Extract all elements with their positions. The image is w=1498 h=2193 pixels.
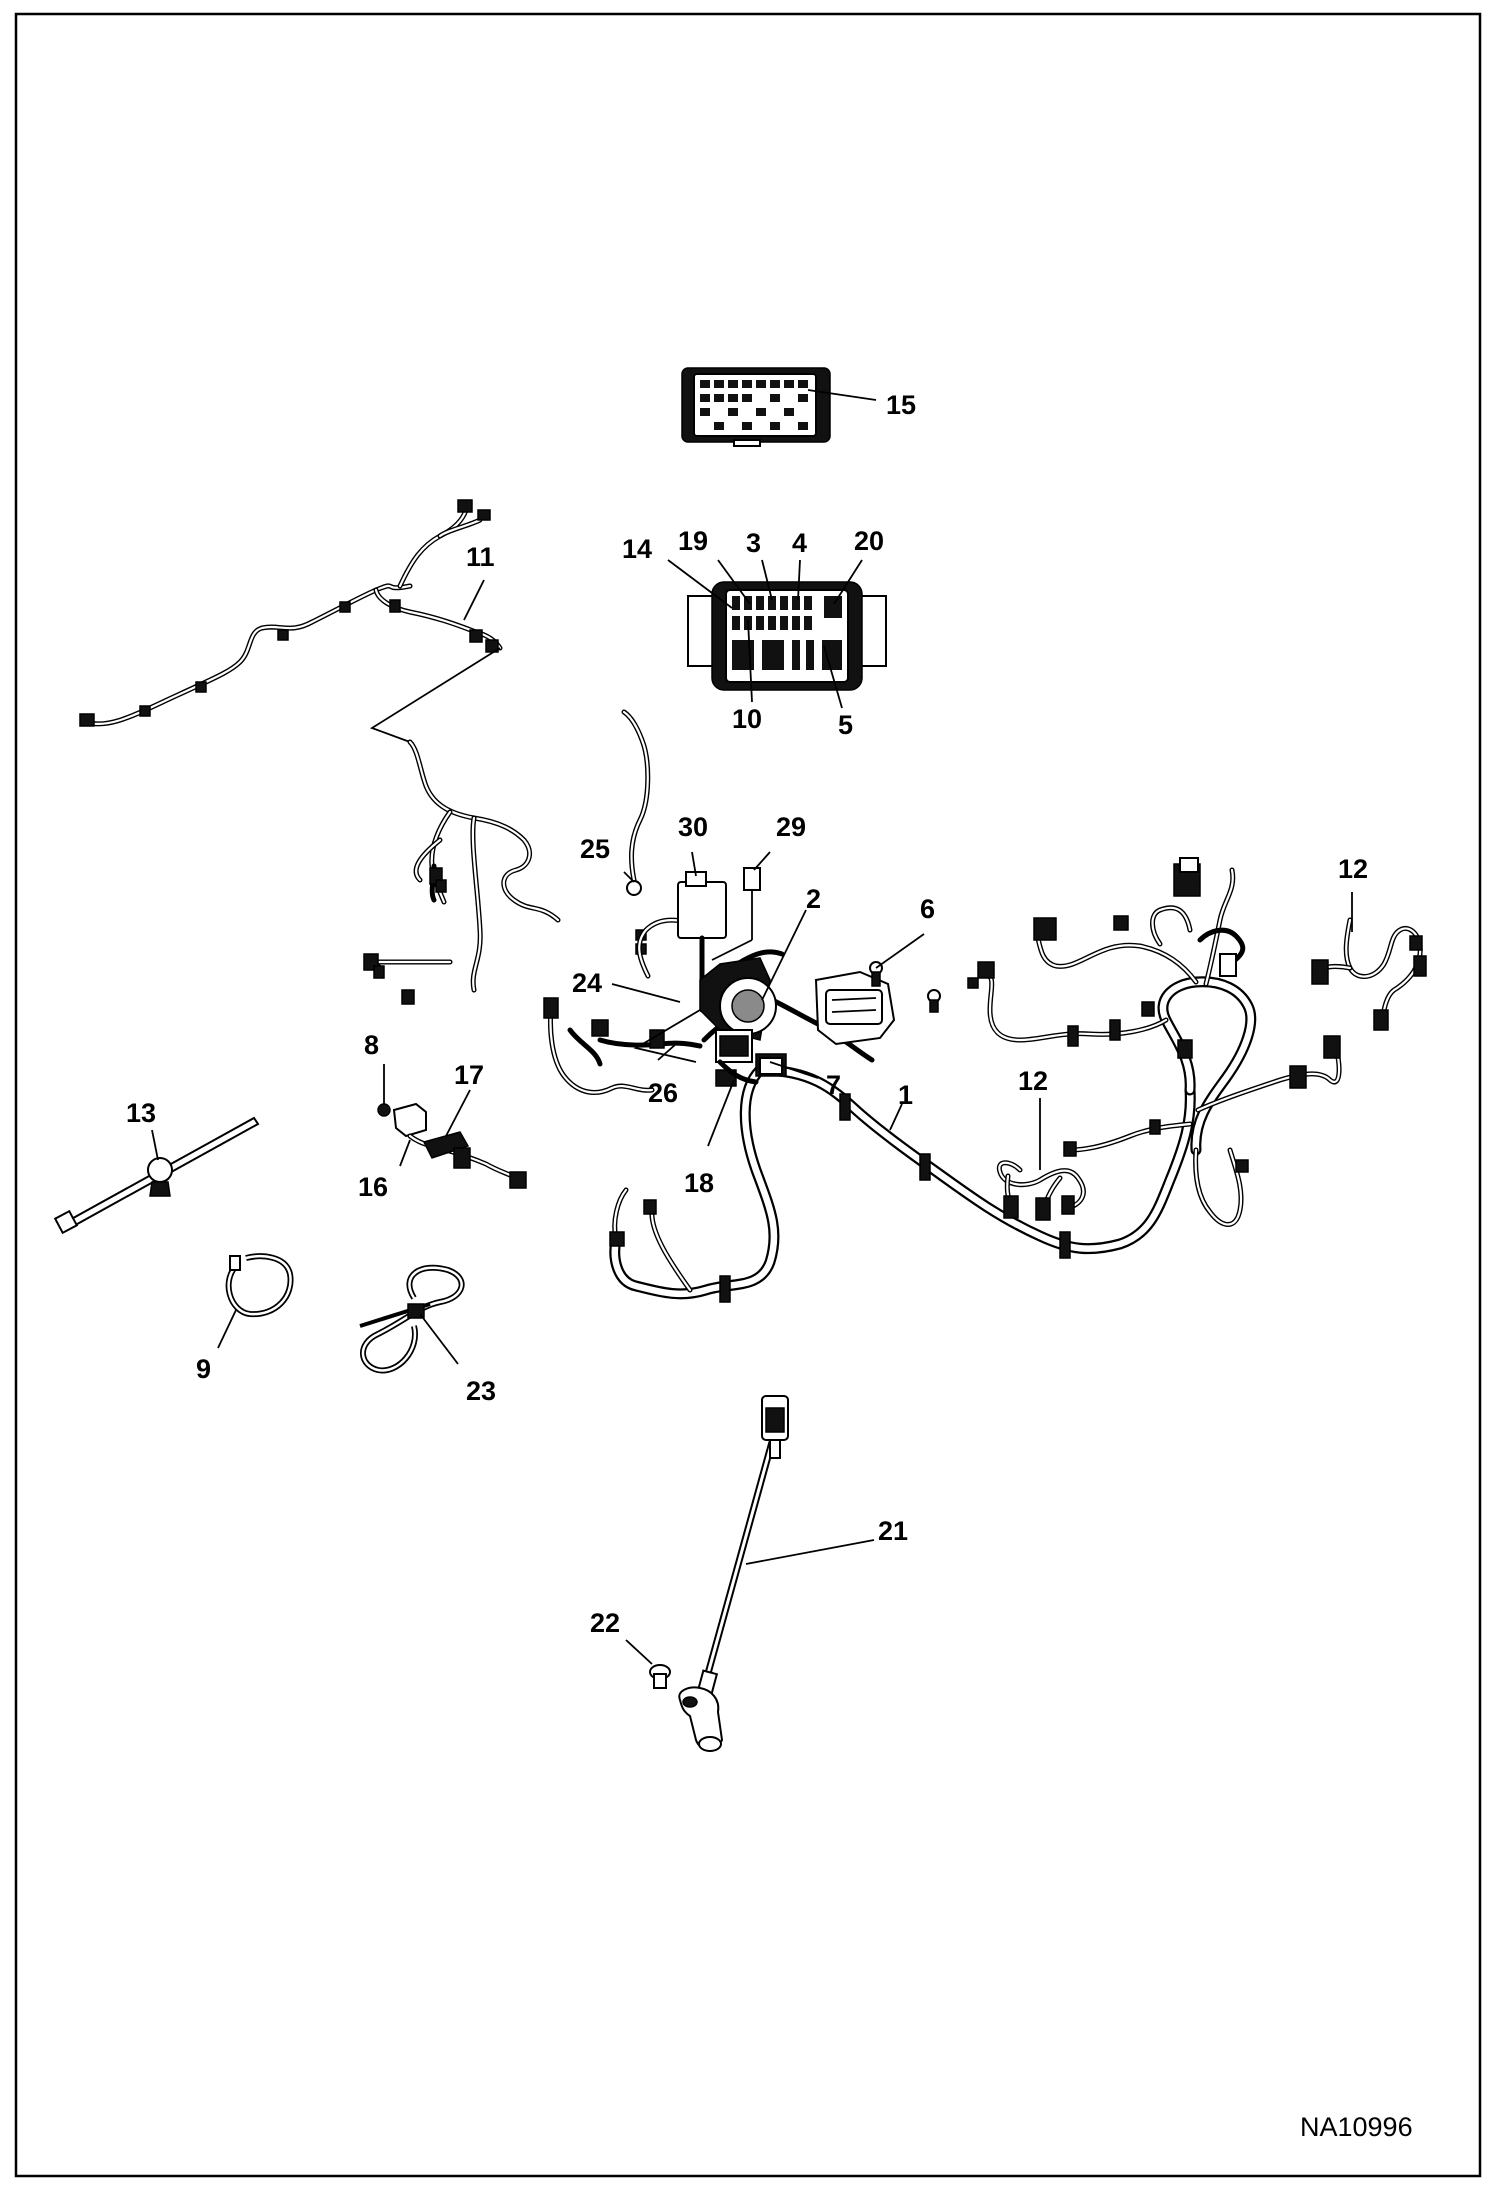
callout-9: 9: [196, 1354, 211, 1384]
callout-12b: 12: [1018, 1066, 1048, 1096]
callout-7: 7: [826, 1070, 841, 1100]
callout-14: 14: [622, 534, 652, 564]
harness-24-branch: [543, 997, 655, 1095]
screw-22: [649, 1664, 671, 1689]
callout-18: 18: [684, 1168, 714, 1198]
speed-sensor-21: [678, 1395, 789, 1752]
rear-harness-11: [79, 499, 503, 743]
callout-29: 29: [776, 812, 806, 842]
callout-6: 6: [920, 894, 935, 924]
callout-16: 16: [358, 1172, 388, 1202]
cable-tie-13: [53, 1116, 260, 1235]
sensor-group-8-16-17: [377, 1102, 527, 1189]
control-module-6: [814, 933, 941, 1046]
fuse-box-cover-15: [681, 367, 831, 447]
double-loop-tie-23: [359, 1264, 465, 1374]
callout-15: 15: [886, 390, 916, 420]
callout-labels: 1 2 3 4 5 6 7 8 9 10 11 12 12 13 14 15 1…: [126, 390, 1368, 1638]
relay-and-fuse-block: [597, 709, 875, 1087]
callout-22: 22: [590, 1608, 620, 1638]
fuse-panel: [687, 581, 887, 691]
callout-23: 23: [466, 1376, 496, 1406]
callout-4: 4: [792, 528, 807, 558]
callout-8: 8: [364, 1030, 379, 1060]
callout-26: 26: [648, 1078, 678, 1108]
figure-id: NA10996: [1300, 2112, 1413, 2142]
callout-1: 1: [898, 1080, 913, 1110]
hose-clamp-9: [225, 1253, 294, 1318]
callout-17: 17: [454, 1060, 484, 1090]
bolt-icon: [927, 989, 941, 1013]
page-border: [14, 12, 1482, 2178]
callout-5: 5: [838, 710, 853, 740]
callout-3: 3: [746, 528, 761, 558]
harness-12-right: [1311, 917, 1427, 1031]
callout-2: 2: [806, 884, 821, 914]
callout-21: 21: [878, 1516, 908, 1546]
callout-30: 30: [678, 812, 708, 842]
harness-12-lower: [996, 1160, 1086, 1221]
callout-13: 13: [126, 1098, 156, 1128]
callout-20: 20: [854, 526, 884, 556]
callout-12a: 12: [1338, 854, 1368, 884]
main-harness-1: [363, 739, 1342, 1303]
callout-19: 19: [678, 526, 708, 556]
callout-25: 25: [580, 834, 610, 864]
callout-10: 10: [732, 704, 762, 734]
leader-lines: [151, 389, 1353, 1665]
callout-24: 24: [572, 968, 602, 998]
callout-11: 11: [466, 542, 495, 572]
